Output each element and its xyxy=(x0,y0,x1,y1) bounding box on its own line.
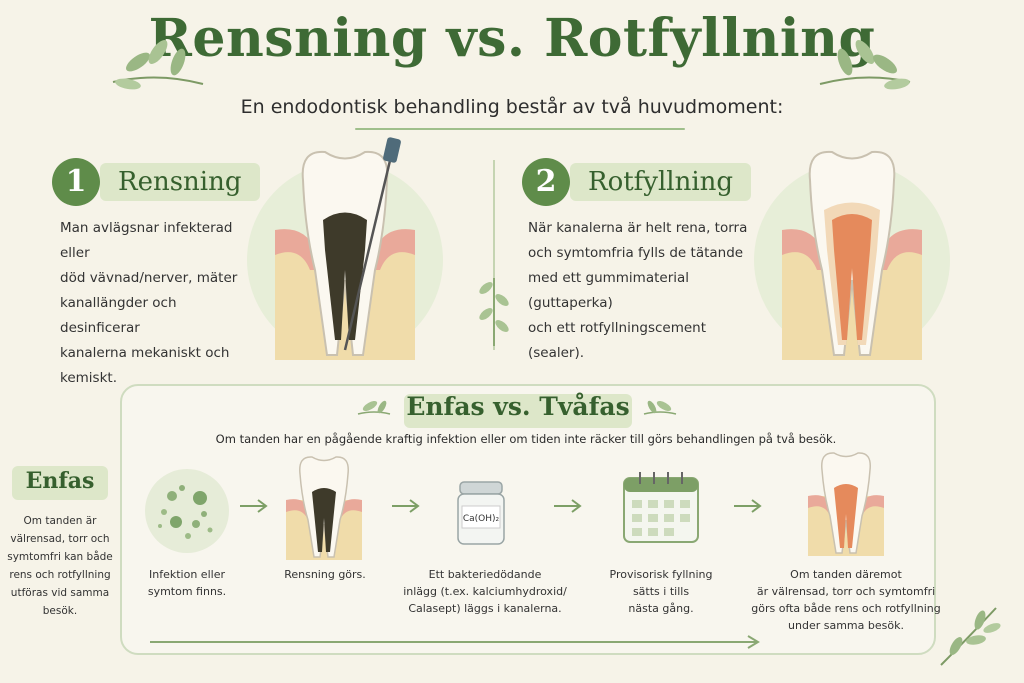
step-2-badge: 2 xyxy=(522,158,570,206)
bacteria-icon xyxy=(145,469,229,553)
leaf-sprig-icon xyxy=(643,400,677,415)
calendar-icon xyxy=(623,472,699,543)
jar-icon: Ca(OH)₂ xyxy=(457,481,505,545)
arrow-right-icon xyxy=(240,499,268,513)
tooth-filled-illustration xyxy=(754,150,950,360)
panel-title-background xyxy=(404,394,632,428)
page-subtitle: En endodontisk behandling består av två … xyxy=(240,96,784,118)
step-1-badge: 1 xyxy=(52,158,100,206)
leaf-branch-icon xyxy=(940,607,1001,666)
arrow-right-icon xyxy=(734,499,762,513)
enfas-description: Om tanden är välrensad, torr och symtomf… xyxy=(7,515,113,617)
panel-note: Om tanden har en pågående kraftig infekt… xyxy=(215,432,837,446)
arrow-right-icon xyxy=(392,499,420,513)
step-1-title: Rensning xyxy=(100,163,260,201)
step-2-title: Rotfyllning xyxy=(570,163,752,201)
leaf-branch-icon xyxy=(112,40,204,90)
subtitle-underline xyxy=(355,128,685,130)
enfas-title: Enfas xyxy=(25,468,95,494)
page-title: Rensning vs. Rotfyllning xyxy=(148,8,876,69)
filled-tooth-icon xyxy=(808,452,884,556)
leaf-sprig-icon xyxy=(479,278,509,346)
enfas-title-background xyxy=(12,466,108,500)
timeline-arrow xyxy=(150,635,760,649)
step-2-description: När kanalerna är helt rena, torra och sy… xyxy=(528,220,748,361)
enfas-tvafas-panel xyxy=(120,384,936,655)
leaf-sprig-icon xyxy=(357,400,391,415)
arrow-right-icon xyxy=(554,499,582,513)
jar-label: Ca(OH)₂ xyxy=(463,514,500,524)
panel-title: Enfas vs. Tvåfas xyxy=(406,392,630,421)
flow-step-caption: Rensning görs. xyxy=(284,568,366,581)
step-1-description: Man avlägsnar infekterad eller död vävna… xyxy=(60,220,238,386)
section-divider xyxy=(493,160,495,350)
tooth-cleaning-illustration xyxy=(247,137,443,360)
leaf-branch-icon xyxy=(819,40,911,90)
cleaned-tooth-icon xyxy=(286,456,362,560)
